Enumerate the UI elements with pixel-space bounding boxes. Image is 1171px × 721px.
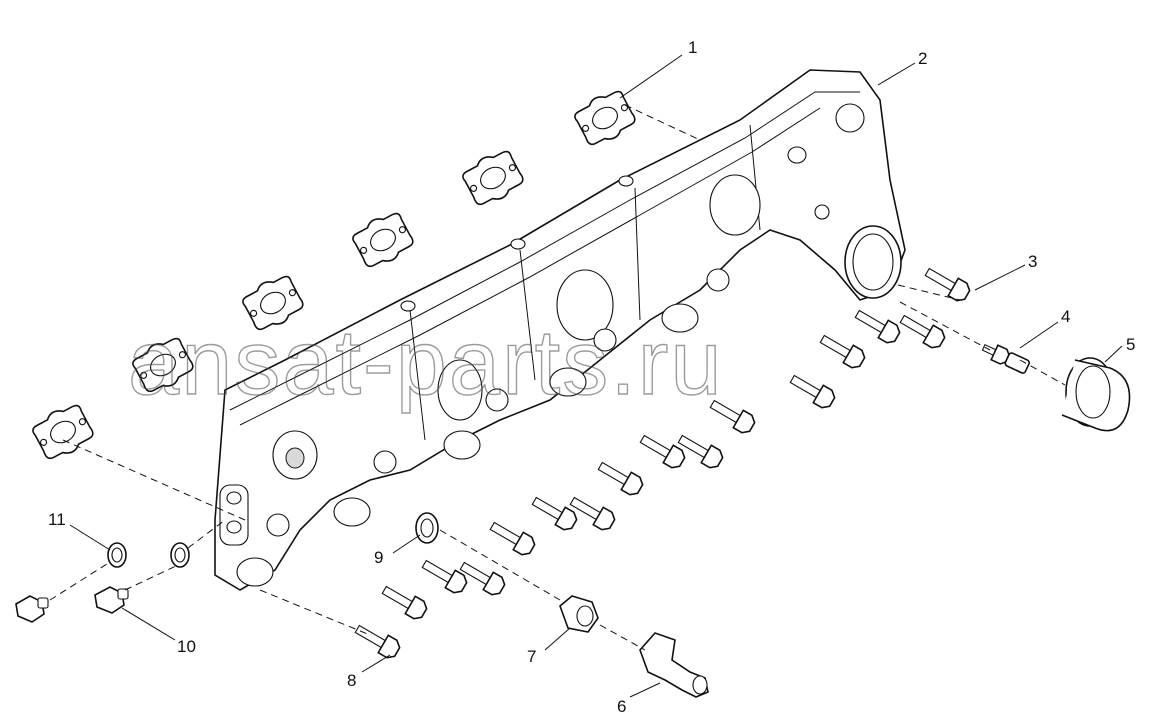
plug-set bbox=[15, 586, 129, 623]
callout-11: 11 bbox=[48, 510, 66, 529]
bolt-set bbox=[354, 267, 971, 659]
gasket-set bbox=[32, 90, 636, 460]
callout-1: 1 bbox=[688, 38, 697, 57]
bolt bbox=[709, 399, 756, 434]
washer-set bbox=[107, 512, 439, 568]
bolt bbox=[531, 496, 578, 531]
gasket bbox=[132, 337, 194, 393]
bolt bbox=[489, 521, 536, 556]
gasket bbox=[32, 404, 94, 460]
watermark-text: ansat-parts.ru bbox=[128, 312, 724, 414]
leader-lines bbox=[69, 54, 1123, 698]
callout-3: 3 bbox=[1028, 252, 1037, 271]
callout-6: 6 bbox=[617, 697, 626, 716]
bolt bbox=[597, 461, 644, 496]
callout-4: 4 bbox=[1061, 307, 1070, 326]
bolt bbox=[569, 496, 616, 531]
gasket bbox=[462, 150, 524, 206]
assembly-lines bbox=[49, 104, 1066, 651]
callout-2: 2 bbox=[918, 49, 927, 68]
bolt bbox=[899, 314, 946, 349]
sleeve-ring bbox=[1061, 357, 1131, 432]
bolt bbox=[639, 434, 686, 469]
sensor bbox=[981, 343, 1030, 374]
callout-10: 10 bbox=[177, 637, 196, 656]
fitting bbox=[639, 632, 709, 698]
callout-labels: 1 2 3 4 5 6 7 8 9 10 11 bbox=[48, 38, 1135, 716]
callout-5: 5 bbox=[1126, 335, 1135, 354]
gasket bbox=[242, 275, 304, 331]
bolt bbox=[459, 561, 506, 596]
bolt bbox=[789, 374, 836, 409]
bolt bbox=[421, 559, 468, 594]
callout-7: 7 bbox=[527, 647, 536, 666]
bolt bbox=[354, 624, 401, 659]
gasket bbox=[352, 212, 414, 268]
bolt bbox=[677, 434, 724, 469]
gasket bbox=[574, 90, 636, 146]
callout-9: 9 bbox=[374, 548, 383, 567]
manifold-body bbox=[214, 69, 906, 591]
bolt bbox=[819, 334, 866, 369]
nut bbox=[559, 595, 599, 633]
bolt bbox=[381, 585, 428, 620]
bolt bbox=[854, 309, 901, 344]
callout-8: 8 bbox=[347, 671, 356, 690]
bolt bbox=[924, 267, 971, 302]
